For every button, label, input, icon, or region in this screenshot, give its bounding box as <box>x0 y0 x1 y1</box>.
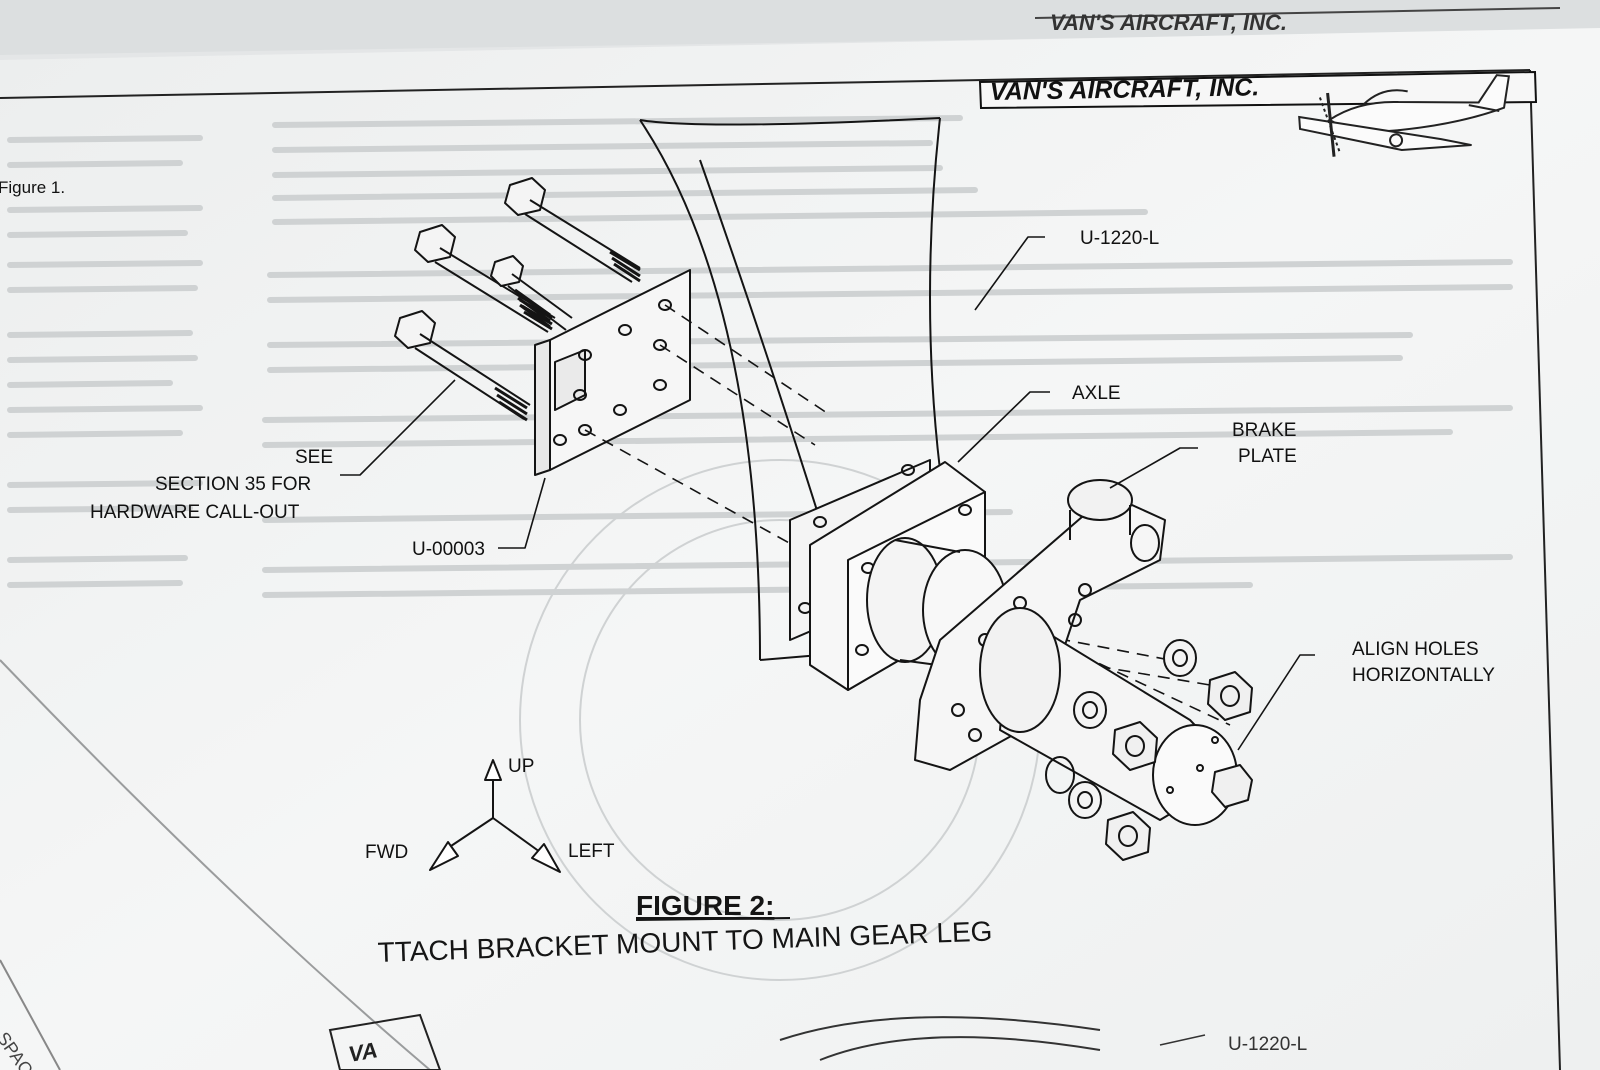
callout-align-1: ALIGN HOLES <box>1352 639 1479 660</box>
axis-left-label: LEFT <box>568 841 615 862</box>
hub <box>979 607 1238 826</box>
back-sheet: VAN'S AIRCRAFT, INC. <box>0 0 1600 55</box>
callout-see: SEE <box>295 447 333 468</box>
fasteners <box>1068 639 1253 861</box>
axis-fwd-label: FWD <box>365 842 408 863</box>
callouts: SEE SECTION 35 FOR HARDWARE CALL-OUT U-0… <box>90 228 1495 1055</box>
show-through-text <box>7 115 1513 981</box>
callout-brake-1: BRAKE <box>1232 420 1296 441</box>
callout-u00003: U-00003 <box>412 539 485 560</box>
bolt-3 <box>490 255 573 331</box>
callout-align-2: HORIZONTALLY <box>1352 665 1495 686</box>
axis-up-label: UP <box>508 756 534 777</box>
axis-labels: UP FWD LEFT <box>365 756 615 863</box>
bolt-4 <box>394 310 531 422</box>
company-title: VAN'S AIRCRAFT, INC. <box>990 73 1260 106</box>
bolts <box>394 177 641 422</box>
bracket-plate <box>534 269 691 476</box>
technical-drawing <box>340 117 1315 873</box>
svg-text:VA: VA <box>347 1037 380 1067</box>
axes-glyph <box>429 759 561 873</box>
drawing-border <box>0 69 1561 1070</box>
callout-hardware: HARDWARE CALL-OUT <box>90 502 300 523</box>
caption-title: FIGURE 2: <box>636 890 774 921</box>
callout-brake-2: PLATE <box>1238 446 1297 467</box>
bolt-1 <box>504 177 641 283</box>
aircraft-logo-icon <box>1298 74 1511 157</box>
callout-axle: AXLE <box>1072 383 1121 404</box>
callout-section: SECTION 35 FOR <box>155 474 311 495</box>
leader-lines <box>340 236 1315 751</box>
back-sheet-company: VAN'S AIRCRAFT, INC. <box>1050 10 1287 35</box>
callout-u1220l: U-1220-L <box>1080 228 1159 249</box>
figure-1-ref: Figure 1. <box>0 178 65 197</box>
callout-bottom-u1220l: U-1220-L <box>1228 1034 1307 1055</box>
